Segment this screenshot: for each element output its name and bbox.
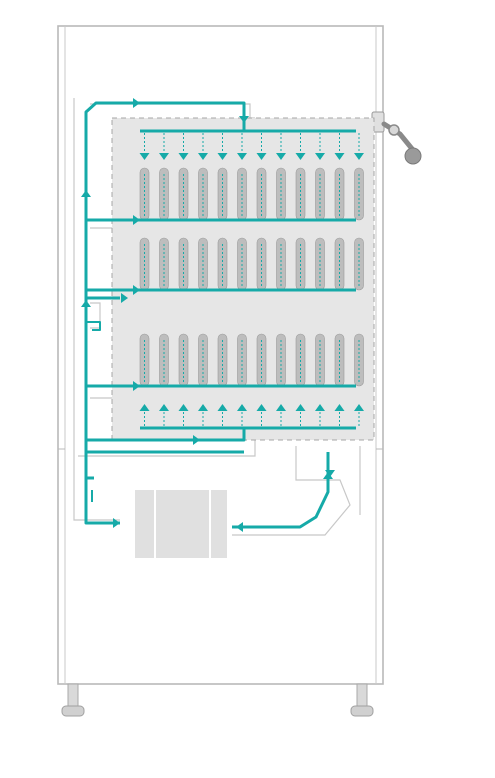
up-flow-arrow <box>198 404 208 411</box>
up-flow-arrow <box>139 404 150 411</box>
outlet-arrow-left <box>236 522 243 532</box>
down-flow-arrow <box>295 153 306 160</box>
down-flow-arrow <box>276 153 286 160</box>
up-flow-arrow <box>256 404 267 411</box>
down-flow-arrow <box>334 153 345 160</box>
down-flow-arrow <box>237 153 247 160</box>
shelf-branch-arrow-3 <box>133 381 140 391</box>
down-flow-arrow <box>139 153 150 160</box>
shelf-branch-arrow-2 <box>133 285 140 295</box>
outlet-arrow-up <box>323 472 333 479</box>
down-flow-arrow <box>315 153 325 160</box>
up-flow-arrow <box>276 404 286 411</box>
arrow-top-duct <box>133 98 140 108</box>
lower-return-loop <box>84 450 244 480</box>
up-flow-arrow <box>217 404 228 411</box>
up-flow-arrow <box>295 404 306 411</box>
up-flow-arrow <box>334 404 345 411</box>
bottom-feed-arrow <box>193 435 200 445</box>
duct-outlines <box>73 98 361 536</box>
middle-branch-upper-arrow <box>121 293 128 303</box>
up-flow-arrow <box>354 404 364 411</box>
shelf-2 <box>139 237 364 291</box>
up-flow-arrow <box>178 404 189 411</box>
down-flow-arrow <box>354 153 364 160</box>
down-flow-arrow <box>159 153 169 160</box>
outlet-arrow-down <box>325 470 335 477</box>
arrow-up-left-duct-upper <box>81 190 91 197</box>
leveling-feet <box>61 683 374 717</box>
airflow-path <box>81 98 364 532</box>
foot-left <box>61 683 85 717</box>
return-duct-main <box>84 101 246 525</box>
unit-inlet-arrow <box>113 518 120 528</box>
shelf-branch-arrow-1 <box>133 215 140 225</box>
middle-branch-lower <box>86 321 101 331</box>
air-conditioning-unit <box>135 490 227 558</box>
door-handle <box>371 111 422 165</box>
up-flow-arrow <box>315 404 325 411</box>
arrow-top-duct-down <box>239 116 249 123</box>
up-flow-arrow <box>159 404 169 411</box>
down-flow-arrow <box>256 153 267 160</box>
unit-body <box>135 490 227 558</box>
bottom-feed-line <box>86 428 246 442</box>
sample-rows <box>139 167 364 387</box>
down-flow-arrow <box>217 153 228 160</box>
arrow-up-left-duct <box>81 300 91 307</box>
shelf-1 <box>139 167 364 221</box>
down-flow-arrow <box>178 153 189 160</box>
up-flow-arrow <box>237 404 247 411</box>
down-flow-arrow <box>198 153 208 160</box>
foot-right <box>350 683 374 717</box>
